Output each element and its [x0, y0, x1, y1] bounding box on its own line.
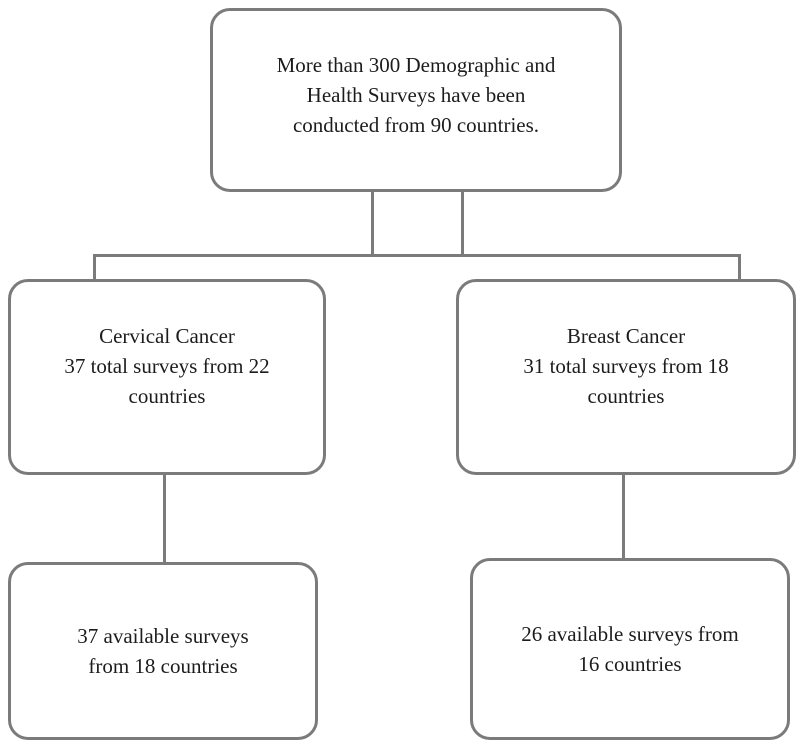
- connector-drop-to-cervical: [93, 254, 96, 282]
- connector-stem-left-line: [371, 192, 374, 257]
- node-breast-cancer: Breast Cancer 31 total surveys from 18 c…: [456, 279, 796, 475]
- node-cervical-available-surveys: 37 available surveys from 18 countries: [8, 562, 318, 740]
- node-breast-available-surveys: 26 available surveys from 16 countries: [470, 558, 790, 740]
- node-text-line: Cervical Cancer: [99, 324, 235, 348]
- node-root-surveys: More than 300 Demographic and Health Sur…: [210, 8, 622, 192]
- node-text-line: 26 available surveys from: [521, 622, 739, 646]
- node-text-line: 31 total surveys from 18: [523, 354, 729, 378]
- node-text-line: from 18 countries: [88, 654, 238, 678]
- node-text-line: Health Surveys have been: [306, 83, 526, 107]
- node-text-line: conducted from 90 countries.: [292, 113, 540, 137]
- connector-horizontal-bar: [93, 254, 741, 257]
- connector-cervical-to-available: [163, 472, 166, 565]
- node-text-line: countries: [128, 384, 206, 408]
- connector-breast-to-available: [622, 472, 625, 561]
- node-cervical-cancer: Cervical Cancer 37 total surveys from 22…: [8, 279, 326, 475]
- node-text-line: Breast Cancer: [566, 324, 686, 348]
- connector-stem-right-line: [461, 192, 464, 257]
- node-text-line: countries: [587, 384, 665, 408]
- node-text-line: 37 available surveys: [77, 624, 249, 648]
- node-text-line: 16 countries: [578, 652, 682, 676]
- node-text-line: More than 300 Demographic and: [276, 53, 556, 77]
- connector-drop-to-breast: [738, 254, 741, 282]
- node-text-line: 37 total surveys from 22: [64, 354, 270, 378]
